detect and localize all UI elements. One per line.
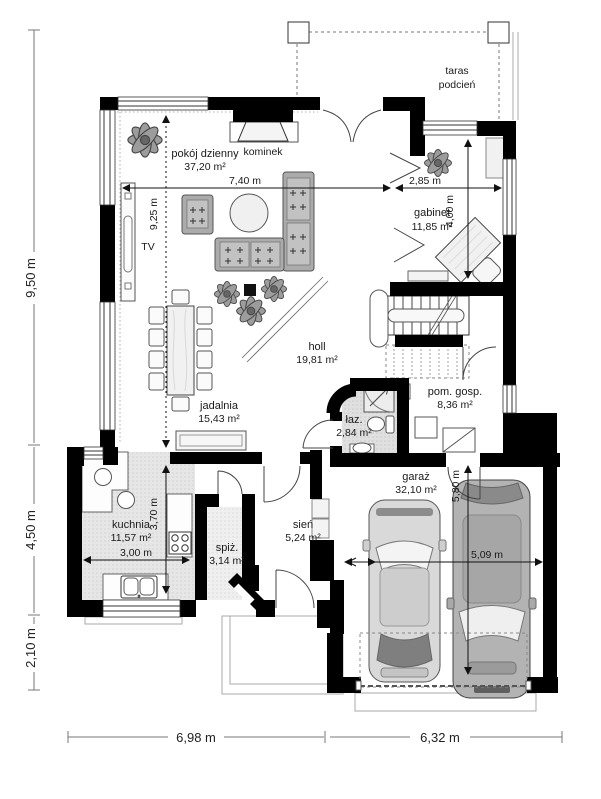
terrace-outline bbox=[287, 21, 519, 120]
car-right bbox=[446, 479, 537, 699]
side-table bbox=[244, 284, 256, 296]
doors bbox=[217, 109, 497, 609]
label-terrace-1: taras bbox=[445, 65, 468, 77]
plant bbox=[260, 275, 288, 303]
label-garage: garaż bbox=[402, 471, 430, 483]
curved-wall bbox=[326, 383, 357, 414]
label-hall-area: 19,81 m² bbox=[296, 354, 338, 366]
bathroom-door bbox=[302, 419, 334, 449]
dimension-labels: 7,40 m 2,85 m 9,25 m 4,00 m 3,00 m 3,70 … bbox=[23, 175, 503, 745]
dim-garage-width: 5,09 m bbox=[471, 549, 503, 561]
pantry-door bbox=[217, 470, 243, 495]
front-door bbox=[275, 569, 315, 609]
utility-door bbox=[462, 346, 497, 381]
label-dining: jadalnia bbox=[199, 400, 239, 412]
opening-chevron bbox=[393, 227, 426, 263]
plant bbox=[213, 280, 241, 308]
dim-kitchen-width: 3,00 m bbox=[120, 547, 152, 559]
label-living-room-area: 37,20 m² bbox=[184, 161, 226, 173]
dim-living-height: 9,25 m bbox=[148, 198, 160, 230]
entrance-porch bbox=[84, 615, 344, 695]
garage-apron bbox=[354, 692, 537, 712]
toilet bbox=[367, 415, 395, 434]
dim-bottom-right: 6,32 m bbox=[420, 730, 460, 745]
dim-kitchen-height: 3,70 m bbox=[148, 498, 160, 530]
label-vestibule-area: 5,24 m² bbox=[285, 532, 321, 544]
dim-garage-height: 5,80 m bbox=[450, 470, 462, 502]
fireplace bbox=[229, 121, 299, 143]
label-fireplace: kominek bbox=[243, 146, 283, 158]
interior-dimensions bbox=[83, 115, 543, 675]
label-pantry: spiż. bbox=[216, 542, 239, 554]
dim-office-width: 2,85 m bbox=[409, 175, 441, 187]
label-pantry-area: 3,14 m² bbox=[209, 555, 245, 567]
label-utility-area: 8,36 m² bbox=[437, 399, 473, 411]
opening-chevron bbox=[389, 152, 422, 184]
washbasin bbox=[349, 442, 375, 454]
plant bbox=[236, 296, 266, 326]
tv-cabinet bbox=[120, 182, 136, 302]
office-chair bbox=[472, 257, 501, 286]
car-left bbox=[362, 499, 447, 683]
dim-left-kitchen: 4,50 m bbox=[23, 510, 38, 550]
label-kitchen-area: 11,57 m² bbox=[111, 532, 152, 544]
open-boundary-living-hall bbox=[241, 276, 329, 363]
label-terrace-2: podcień bbox=[439, 79, 476, 91]
plant bbox=[127, 122, 163, 158]
garage-side-door bbox=[447, 466, 481, 500]
dim-bottom-left: 6,98 m bbox=[176, 730, 216, 745]
dim-office-height: 4,00 m bbox=[444, 195, 456, 227]
label-kitchen: kuchnia bbox=[112, 519, 151, 531]
label-living-room: pokój dzienny bbox=[171, 148, 239, 160]
dim-left-total: 9,50 m bbox=[23, 258, 38, 298]
label-bathroom: łaz. bbox=[345, 414, 362, 426]
room-labels: pokój dzienny 37,20 m² kominek taras pod… bbox=[111, 65, 483, 567]
hall-armchair bbox=[369, 289, 389, 348]
kitchen-sink bbox=[120, 575, 158, 599]
dim-living-width: 7,40 m bbox=[229, 175, 261, 187]
windows bbox=[83, 96, 517, 618]
dining-set bbox=[148, 289, 213, 412]
terrace-french-door bbox=[322, 109, 382, 143]
label-bathroom-area: 2,84 m² bbox=[336, 427, 372, 439]
label-utility: pom. gosp. bbox=[428, 386, 482, 398]
corner-sofa bbox=[214, 171, 315, 272]
label-vestibule: sień bbox=[293, 519, 313, 531]
sideboard bbox=[175, 430, 247, 451]
label-dining-area: 15,43 m² bbox=[198, 413, 240, 425]
round-coffee-table bbox=[229, 193, 269, 233]
label-office: gabinet bbox=[414, 207, 450, 219]
plant bbox=[424, 149, 452, 177]
floor-guide-lines bbox=[113, 111, 318, 443]
terrace-pillar bbox=[487, 21, 510, 44]
armchair bbox=[181, 194, 214, 235]
label-tv: TV bbox=[141, 241, 154, 253]
exterior-dimensions bbox=[28, 29, 563, 743]
terrace-pillar bbox=[287, 21, 310, 44]
dim-left-bottom: 2,10 m bbox=[23, 628, 38, 668]
stove bbox=[168, 531, 192, 555]
garage-door bbox=[355, 632, 532, 691]
entrance-arrow bbox=[347, 557, 375, 567]
shelf bbox=[407, 270, 449, 282]
walls bbox=[67, 97, 560, 693]
label-garage-area: 32,10 m² bbox=[395, 484, 437, 496]
label-office-area: 11,85 m² bbox=[412, 221, 453, 233]
pantry-diagonal-door bbox=[233, 583, 255, 605]
vestibule-door bbox=[263, 465, 301, 503]
label-hall: holl bbox=[308, 341, 325, 353]
vestibule-wardrobe bbox=[311, 498, 330, 539]
